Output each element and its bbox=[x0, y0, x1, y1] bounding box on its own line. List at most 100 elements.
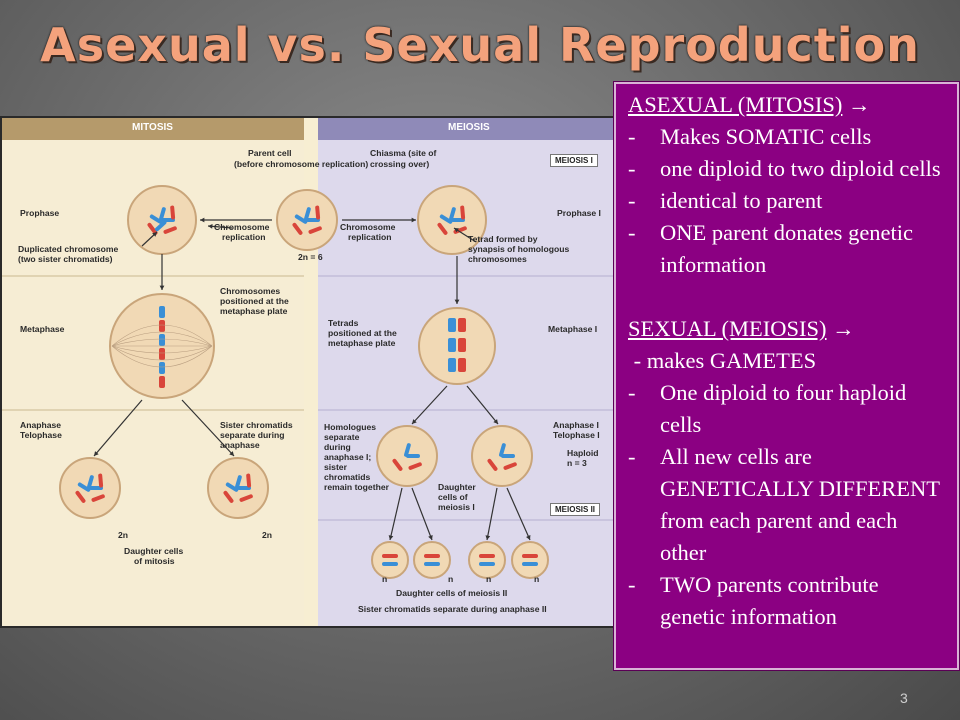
chromosome bbox=[522, 562, 538, 566]
daughter-mei-label-3: meiosis I bbox=[438, 502, 475, 512]
chromosome bbox=[98, 473, 104, 488]
chromosome bbox=[449, 207, 456, 221]
chromosome bbox=[382, 554, 398, 558]
prophase-label: Prophase bbox=[20, 208, 60, 218]
meiosis-header: MEIOSIS bbox=[448, 122, 490, 133]
tetrad-formed-label-2: synapsis of homologous bbox=[468, 244, 570, 254]
chromosome bbox=[159, 376, 165, 388]
chromosome bbox=[522, 554, 538, 558]
homologues-label-2: separate bbox=[324, 432, 360, 442]
process-arrow bbox=[486, 487, 498, 541]
anaphase-i-label: Anaphase I bbox=[553, 420, 599, 430]
chromosome bbox=[91, 494, 105, 502]
chromosome bbox=[392, 458, 403, 471]
chrom-pos-label: Chromosomes bbox=[220, 286, 281, 296]
chromosome bbox=[170, 205, 176, 220]
daughter-mei-ii-label: Daughter cells of meiosis II bbox=[396, 588, 508, 598]
chromosome bbox=[87, 475, 94, 489]
chromosome bbox=[315, 205, 321, 220]
process-arrow bbox=[411, 487, 433, 541]
spindle-fiber bbox=[111, 324, 213, 347]
spindle-fiber bbox=[111, 338, 213, 347]
sister-sep-label-3: anaphase bbox=[220, 440, 260, 450]
mitosis-header-bar: MITOSIS bbox=[2, 118, 304, 140]
metaphase-label: Metaphase bbox=[20, 324, 65, 334]
chromosome bbox=[404, 443, 411, 457]
parent-cell-label: Parent cell bbox=[248, 148, 292, 158]
process-arrow bbox=[466, 385, 499, 425]
metaphase-i-label: Metaphase I bbox=[548, 324, 598, 334]
homologues-label-4: anaphase I; bbox=[324, 452, 372, 462]
chromosome bbox=[77, 482, 91, 492]
chromosome bbox=[155, 220, 167, 232]
chromosome bbox=[448, 318, 456, 332]
daughter-mit-label-2: of mitosis bbox=[134, 556, 175, 566]
arrowhead bbox=[412, 419, 417, 424]
arrowhead bbox=[454, 228, 459, 233]
haploid-label: Haploid bbox=[567, 448, 599, 458]
sister-sep-label: Sister chromatids bbox=[220, 420, 293, 430]
daughter-mit-label: Daughter cells bbox=[124, 546, 184, 556]
parent-cell-note: (before chromosome replication) bbox=[234, 159, 369, 169]
mitosis-header: MITOSIS bbox=[132, 122, 173, 133]
arrowhead bbox=[493, 419, 498, 424]
asexual-item: identical to parent bbox=[628, 185, 949, 217]
homologues-label-3: during bbox=[324, 442, 351, 452]
sexual-arrow: → bbox=[826, 316, 855, 341]
chromosome bbox=[159, 207, 166, 221]
process-arrow bbox=[389, 487, 403, 541]
asexual-item: ONE parent donates genetic information bbox=[628, 217, 949, 281]
two-n-right-label: 2n bbox=[262, 530, 273, 540]
spindle-fiber bbox=[111, 345, 213, 368]
chromosome bbox=[308, 226, 322, 234]
chromosome bbox=[458, 318, 466, 332]
chromosome bbox=[235, 475, 242, 489]
asexual-item: one diploid to two diploid cells bbox=[628, 153, 949, 185]
chromosome bbox=[451, 218, 465, 222]
chromosome bbox=[424, 554, 440, 558]
diagram-drawing bbox=[2, 185, 623, 579]
homologues-label-5: sister bbox=[324, 462, 347, 472]
chromosome bbox=[89, 486, 103, 490]
chromosome bbox=[479, 554, 495, 558]
arrowhead bbox=[388, 535, 394, 540]
sister-sep-mei-ii-label: Sister chromatids separate during anapha… bbox=[358, 604, 547, 614]
chromosome bbox=[159, 362, 165, 374]
anaphase-label: Anaphase bbox=[20, 420, 62, 430]
homologues-label-7: remain together bbox=[324, 482, 389, 492]
meiosis-ii-tag: MEIOSIS II bbox=[550, 503, 601, 516]
prophase-i-label: Prophase I bbox=[557, 208, 601, 218]
telophase-label: Telophase bbox=[20, 430, 62, 440]
arrowhead bbox=[208, 223, 213, 229]
chrom-pos-label-3: metaphase plate bbox=[220, 306, 288, 316]
comparison-textbox: ASEXUAL (MITOSIS) → Makes SOMATIC cells … bbox=[614, 82, 959, 670]
process-arrow bbox=[506, 487, 531, 541]
arrowhead bbox=[159, 285, 165, 290]
chromosome bbox=[159, 334, 165, 346]
spindle-fiber bbox=[111, 345, 213, 354]
chromosome bbox=[448, 358, 456, 372]
sexual-item: TWO parents contribute genetic informati… bbox=[628, 569, 949, 633]
meiosis-i-tag: MEIOSIS I bbox=[550, 154, 598, 167]
tetrad-formed-label: Tetrad formed by bbox=[468, 234, 538, 244]
meiosis-ii-daughter-cell bbox=[468, 541, 506, 579]
spindle-fiber bbox=[111, 345, 213, 361]
homologues-label: Homologues bbox=[324, 422, 377, 432]
asexual-list: Makes SOMATIC cells one diploid to two d… bbox=[628, 121, 949, 281]
arrowhead bbox=[229, 451, 234, 456]
daughter-mei-label: Daughter bbox=[438, 482, 476, 492]
chrom-repl-right-2: replication bbox=[348, 232, 392, 242]
daughter-mei-label-2: cells of bbox=[438, 492, 468, 502]
chromosome bbox=[499, 443, 506, 457]
chiasma-label: Chiasma (site of bbox=[370, 148, 437, 158]
chromosome bbox=[246, 473, 252, 488]
chromosome bbox=[406, 454, 420, 458]
n-label-4: n bbox=[534, 574, 540, 584]
chromosome bbox=[501, 454, 515, 458]
chromosome bbox=[460, 205, 466, 220]
sexual-subheading: - makes GAMETES bbox=[628, 348, 817, 373]
chromosome bbox=[163, 226, 177, 234]
arrowhead bbox=[152, 232, 157, 237]
telophase-i-label: Telophase I bbox=[553, 430, 600, 440]
arrowhead bbox=[526, 535, 531, 540]
